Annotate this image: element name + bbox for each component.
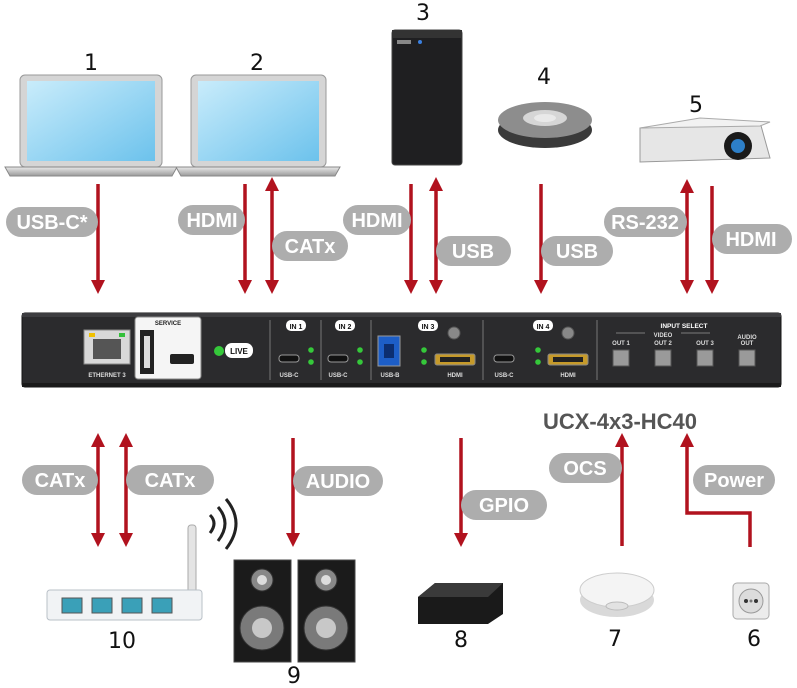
- in3-hdmi-label: HDMI: [447, 373, 463, 379]
- device-number-6: 6: [747, 627, 761, 652]
- label-catx-1: CATx: [285, 236, 336, 258]
- gpio-box-icon: [418, 583, 503, 624]
- label-power: Power: [704, 470, 764, 492]
- speakers-icon: [233, 559, 356, 663]
- device-number-2: 2: [250, 51, 264, 76]
- in4-usbc-port: [493, 354, 515, 363]
- in4-hdmi-label: HDMI: [560, 373, 576, 379]
- device-number-8: 8: [454, 628, 468, 653]
- in2-usbc-label: USB-C: [329, 373, 349, 379]
- in3-usbb-label: USB-B: [381, 373, 401, 379]
- input-3-label: IN 3: [422, 324, 435, 331]
- ucx-device-panel: ETHERNET 3 SERVICE LIVE IN 1 USB-C IN 2 …: [21, 312, 782, 388]
- projector-icon: [639, 117, 771, 163]
- ethernet-port: [83, 329, 131, 365]
- out3-label: OUT 3: [696, 341, 714, 347]
- live-led: [214, 346, 224, 356]
- laptop-icon: [175, 74, 341, 177]
- laptop-icon: [4, 74, 178, 177]
- live-label: LIVE: [230, 347, 248, 356]
- pc-tower-icon: [391, 29, 463, 166]
- label-usbc: USB-C*: [16, 212, 87, 234]
- service-mini-usb-port: [170, 354, 194, 364]
- model-name: UCX-4x3-HC40: [543, 409, 697, 434]
- top-connection-arrows: [91, 177, 719, 294]
- video-label: VIDEO: [654, 333, 673, 339]
- device-number-5: 5: [689, 93, 703, 118]
- bottom-connection-arrows: [91, 433, 752, 547]
- device-number-7: 7: [608, 627, 622, 652]
- input-4-label: IN 4: [537, 324, 550, 331]
- service-label: SERVICE: [155, 321, 181, 327]
- label-audio: AUDIO: [306, 471, 370, 493]
- power-socket-icon: [732, 582, 770, 620]
- label-catx-3: CATx: [145, 470, 196, 492]
- in1-usbc-label: USB-C: [280, 373, 300, 379]
- device-number-3: 3: [416, 1, 430, 26]
- out1-label: OUT 1: [612, 341, 630, 347]
- label-hdmi-2: HDMI: [351, 210, 402, 232]
- out3-select-button[interactable]: [696, 349, 714, 367]
- device-number-10: 10: [108, 629, 136, 654]
- out1-select-button[interactable]: [612, 349, 630, 367]
- input-2-label: IN 2: [339, 324, 352, 331]
- label-ocs: OCS: [563, 458, 606, 480]
- device-number-1: 1: [84, 51, 98, 76]
- audio-out-select-button[interactable]: [738, 349, 756, 367]
- label-gpio: GPIO: [479, 495, 529, 517]
- speakerphone-icon: [498, 102, 592, 148]
- in1-usbc-port: [278, 354, 300, 363]
- label-hdmi-1: HDMI: [186, 210, 237, 232]
- out2-label: OUT 2: [654, 341, 672, 347]
- in2-usbc-port: [327, 354, 349, 363]
- label-usb-2: USB: [556, 241, 598, 263]
- label-catx-2: CATx: [35, 470, 86, 492]
- audio-out-label-1: AUDIO: [737, 335, 757, 341]
- label-hdmi-3: HDMI: [725, 229, 776, 251]
- device-number-9: 9: [287, 664, 301, 688]
- in4-usbc-label: USB-C: [495, 373, 515, 379]
- label-rs232: RS-232: [611, 212, 679, 234]
- input-select-title: INPUT SELECT: [661, 323, 708, 330]
- occupancy-sensor-icon: [579, 572, 655, 617]
- label-usb-1: USB: [452, 241, 494, 263]
- audio-out-label-2: OUT: [741, 341, 754, 347]
- out2-select-button[interactable]: [654, 349, 672, 367]
- device-number-4: 4: [537, 65, 551, 90]
- input-1-label: IN 1: [290, 324, 303, 331]
- ethernet-label: ETHERNET 3: [88, 373, 126, 379]
- network-switch-icon: [46, 498, 238, 621]
